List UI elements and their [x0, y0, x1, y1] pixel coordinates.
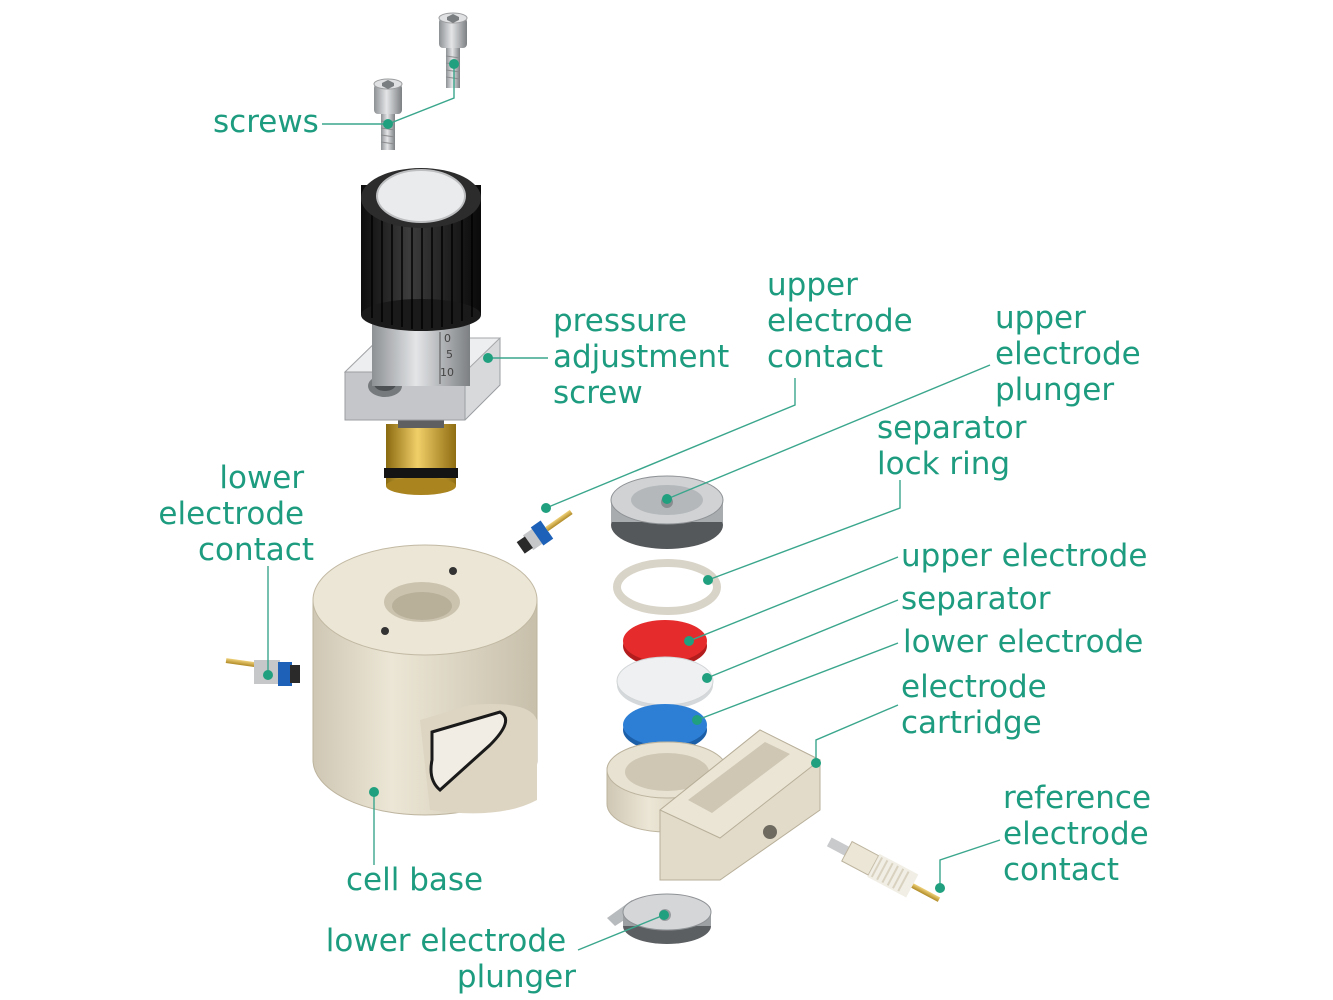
label-lower-electrode-plunger: lower electrode plunger: [326, 923, 576, 995]
label-lower-electrode-contact: lower electrode contact: [158, 460, 314, 568]
cartridge-icon: [606, 729, 821, 881]
leader-lines: [263, 59, 1001, 951]
blue-disc-icon: [623, 704, 707, 751]
spring-pin-icon: [516, 509, 573, 554]
label-pressure-adjustment-screw: pressure adjustment screw: [553, 303, 739, 411]
label-reference-electrode-contact: reference electrode contact: [1003, 780, 1161, 888]
svg-text:5: 5: [446, 348, 453, 361]
label-separator: separator: [901, 581, 1051, 617]
svg-text:10: 10: [440, 366, 454, 379]
white-disc-icon: [616, 656, 714, 709]
fitting-icon: [826, 837, 941, 902]
steel-disc-icon: [610, 475, 724, 549]
cylinder-body-icon: [312, 544, 538, 816]
label-screws: screws: [213, 104, 319, 140]
label-lower-electrode: lower electrode: [903, 624, 1143, 660]
spring-pin-icon: [225, 658, 300, 686]
label-upper-electrode-contact: upper electrode contact: [767, 267, 923, 375]
svg-text:0: 0: [444, 332, 451, 345]
screw-icon: [373, 78, 403, 150]
micrometer-knob-icon: 0.5 0 5 10: [343, 168, 502, 495]
screw-icon: [438, 12, 468, 88]
label-cell-base: cell base: [346, 862, 483, 898]
label-upper-electrode: upper electrode: [901, 538, 1147, 574]
label-upper-electrode-plunger: upper electrode plunger: [995, 300, 1151, 408]
label-electrode-cartridge: electrode cartridge: [901, 669, 1057, 741]
ring-icon: [613, 559, 721, 615]
label-separator-lock-ring: separator lock ring: [877, 410, 1036, 482]
red-disc-icon: [623, 620, 707, 667]
steel-disc-icon: [607, 893, 712, 944]
